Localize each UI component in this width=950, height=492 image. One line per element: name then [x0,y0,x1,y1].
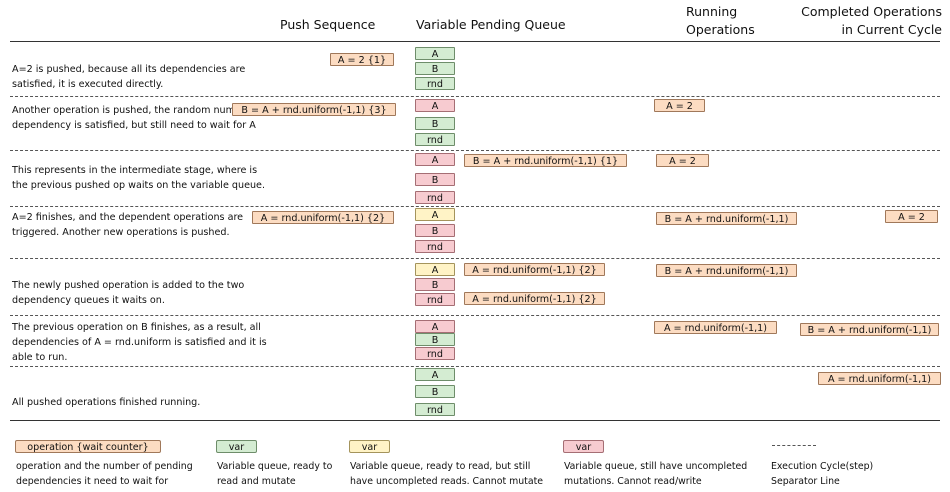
cycle-separator-line [10,366,940,367]
header-completed-line1: Completed Operations [801,4,942,19]
var-queue-a: A [415,320,455,333]
cycle-separator-line [10,96,940,97]
var-queue-a: A [415,47,455,60]
pushed-operation: B = A + rnd.uniform(-1,1) {3} [232,103,396,116]
header-running-line1: Running [686,4,738,19]
queued-operation-on-a: B = A + rnd.uniform(-1,1) {1} [464,154,627,167]
step-description: A=2 is pushed, because all its dependenc… [12,64,246,90]
completed-operation: B = A + rnd.uniform(-1,1) [800,323,939,336]
legend-read-pending-desc: Variable queue, ready to read, but still… [350,461,544,487]
queued-operation-on-a: A = rnd.uniform(-1,1) {2} [464,263,605,276]
running-operation: B = A + rnd.uniform(-1,1) [656,212,797,225]
var-queue-rnd: rnd [415,77,455,90]
legend-ready-box: var [216,440,257,453]
header-variable-pending-queue: Variable Pending Queue [416,17,566,32]
header-completed-line2: in Current Cycle [841,22,942,37]
var-queue-a: A [415,99,455,112]
legend-separator-desc: Execution Cycle(step) Separator Line [771,461,874,487]
var-queue-b: B [415,224,455,237]
running-operation: A = 2 [654,99,705,112]
running-operation: A = rnd.uniform(-1,1) [654,321,777,334]
header-running-line2: Operations [686,22,755,37]
pushed-operation: A = 2 {1} [330,53,394,66]
cycle-separator-line [10,258,940,259]
completed-operation: A = rnd.uniform(-1,1) [818,372,941,385]
legend-separator-line [10,420,940,421]
completed-operation: A = 2 [885,210,938,223]
step-description: The previous operation on B finishes, as… [12,322,267,363]
cycle-separator-line [10,150,940,151]
legend-mutate-pending-desc: Variable queue, still have uncompleted m… [564,461,748,487]
var-queue-rnd: rnd [415,191,455,204]
var-queue-b: B [415,278,455,291]
var-queue-a: A [415,153,455,166]
var-queue-rnd: rnd [415,240,455,253]
var-queue-b: B [415,173,455,186]
header-separator-line [10,41,940,42]
step-description: The newly pushed operation is added to t… [12,280,245,306]
legend-ready-desc: Variable queue, ready to read and mutate [217,461,333,487]
var-queue-b: B [415,385,455,398]
var-queue-b: B [415,333,455,346]
step-description: All pushed operations finished running. [12,397,201,408]
var-queue-a: A [415,263,455,276]
header-push-sequence: Push Sequence [280,17,376,32]
var-queue-b: B [415,117,455,130]
var-queue-rnd: rnd [415,347,455,360]
var-queue-rnd: rnd [415,133,455,146]
var-queue-a: A [415,208,455,221]
legend-operation-box: operation {wait counter} [15,440,161,453]
running-operation: B = A + rnd.uniform(-1,1) [656,264,797,277]
legend-mutate-pending-box: var [563,440,604,453]
var-queue-a: A [415,368,455,381]
cycle-separator-line [10,315,940,316]
var-queue-rnd: rnd [415,403,455,416]
running-operation: A = 2 [656,154,709,167]
legend-operation-desc: operation and the number of pending depe… [16,461,193,487]
cycle-separator-line [10,206,940,207]
var-queue-rnd: rnd [415,293,455,306]
legend-separator-sample [772,445,816,446]
step-description: This represents in the intermediate stag… [12,165,266,191]
step-description: A=2 finishes, and the dependent operatio… [12,212,244,238]
legend-read-pending-box: var [349,440,390,453]
pushed-operation: A = rnd.uniform(-1,1) {2} [252,211,394,224]
step-description: Another operation is pushed, the random … [12,105,256,131]
queued-operation-on-rnd: A = rnd.uniform(-1,1) {2} [464,292,605,305]
var-queue-b: B [415,62,455,75]
